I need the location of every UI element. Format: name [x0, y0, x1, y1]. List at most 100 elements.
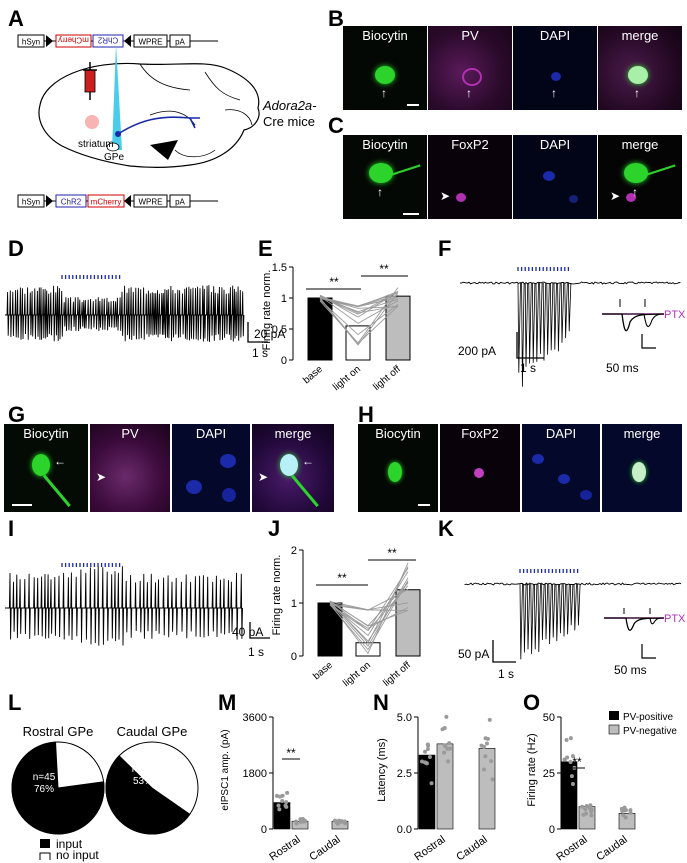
n-point — [423, 749, 428, 754]
o-bar — [618, 813, 636, 830]
nucleus — [569, 195, 578, 203]
e-cell-line — [319, 297, 399, 345]
micrograph-label: FoxP2 — [461, 426, 499, 441]
j-sig-2: ** — [387, 546, 397, 560]
dendrite — [391, 164, 421, 176]
m-point — [333, 818, 338, 823]
injection-syringe — [83, 62, 97, 100]
panel-label-k: K — [438, 516, 454, 541]
o-point — [570, 781, 575, 786]
electrophysiology-traces: 20 pA 1 s 200 pA 1 s PTX 50 ms 40 pA 1 s… — [5, 267, 686, 681]
ipsc-event — [553, 282, 557, 350]
y-tick-label: 0 — [281, 355, 287, 367]
scale-f-x: 1 s — [520, 361, 536, 375]
merged-cell — [628, 66, 648, 84]
scale-bar — [407, 104, 419, 106]
striatum-neurons — [85, 115, 99, 129]
o-point — [568, 736, 573, 741]
micrograph-g-dapi: DAPI — [172, 424, 250, 512]
panel-label-d: D — [8, 236, 24, 261]
panel-label-i: I — [8, 516, 15, 541]
y-tick-label: 25 — [543, 768, 555, 780]
ipsc-event — [534, 583, 538, 650]
arrow-icon: ↑ — [466, 86, 472, 100]
pie-slice-input — [105, 755, 191, 835]
panel-label-b: B — [328, 6, 344, 31]
j-significance — [316, 559, 416, 586]
ipsc-event — [562, 583, 567, 637]
panel-label-a: A — [8, 6, 24, 31]
o-category-label: Caudal — [594, 834, 629, 863]
l-c-input: n=10 — [132, 764, 155, 775]
ipsc-event — [573, 583, 577, 631]
o-point — [565, 755, 570, 760]
l-r-noinput: n=14 — [70, 796, 90, 806]
viral-construct-top — [17, 34, 218, 48]
o-point — [583, 807, 588, 812]
ipsc-event — [523, 583, 527, 653]
m-point — [342, 820, 347, 825]
arrow-icon: ← — [302, 454, 314, 468]
micrograph-h-dapi: DAPI — [522, 424, 600, 512]
construct-top-wpre: WPRE — [139, 38, 163, 47]
o-point — [589, 813, 594, 818]
m-sig: ** — [286, 746, 296, 760]
y-tick-label: 0.0 — [397, 824, 412, 836]
n-point — [489, 759, 494, 764]
ipsc-event — [526, 583, 531, 650]
l-caudal-title: Caudal GPe — [117, 724, 188, 739]
nucleus — [220, 454, 236, 468]
micrograph-label: Biocytin — [362, 28, 408, 43]
n-point — [481, 744, 486, 749]
y-tick-label: 1 — [281, 293, 287, 305]
j-category-label: light off — [381, 660, 413, 687]
ipsc-event — [557, 282, 561, 352]
n-category-label: Rostral — [412, 834, 447, 863]
e-cell-line — [319, 294, 399, 314]
j-cell-line — [329, 582, 409, 627]
e-sig-2: ** — [379, 262, 389, 276]
scale-k-x: 1 s — [498, 667, 514, 681]
gpe-region — [106, 142, 120, 152]
m-point — [274, 793, 279, 798]
n-point — [442, 743, 447, 748]
micrograph-label: DAPI — [195, 426, 227, 441]
l-c-input-pct: 53% — [133, 776, 153, 787]
panel-a-schematic: hSyn mCherry ChR2 WPRE pA striatum GPe A… — [17, 34, 317, 208]
j-cell-line — [329, 580, 409, 651]
scale-i-y: 40 pA — [232, 625, 263, 639]
micrograph-label: DAPI — [539, 28, 571, 43]
e-significance — [306, 275, 408, 290]
legend-pv-neg-swatch — [608, 724, 620, 735]
arrow-icon: ↑ — [551, 86, 557, 100]
nucleus — [558, 474, 570, 484]
micrograph-label: merge — [274, 426, 312, 441]
micrograph-label: merge — [623, 426, 661, 441]
dendrite — [646, 164, 676, 176]
m-ylabel: eIPSC1 amp. (pA) — [220, 729, 231, 810]
m-category-label: Rostral — [267, 834, 302, 863]
construct-top-chr2: ChR2 — [97, 36, 118, 45]
merged-cell — [280, 454, 298, 476]
foxp2-cell — [626, 193, 636, 202]
micrograph-label: PV — [121, 426, 139, 441]
inset-f-scale: 50 ms — [606, 361, 639, 375]
j-category-label: light on — [341, 660, 373, 687]
ipsc-event — [564, 282, 568, 339]
scale-d-x: 1 s — [252, 346, 268, 360]
y-tick-label: 1.5 — [272, 262, 287, 274]
o-point — [569, 774, 574, 779]
projection-terminal-icon — [189, 117, 200, 129]
o-point — [581, 812, 586, 817]
panel-label-j: J — [268, 516, 281, 541]
construct-bottom-pa: pA — [175, 198, 185, 207]
n-point — [487, 717, 492, 722]
l-r-input: n=45 — [33, 772, 56, 783]
micrograph-label: merge — [621, 28, 659, 43]
ipsc-event — [517, 282, 521, 373]
inset-f — [602, 299, 665, 349]
o-point — [564, 737, 569, 742]
viral-construct-bottom — [17, 194, 218, 208]
